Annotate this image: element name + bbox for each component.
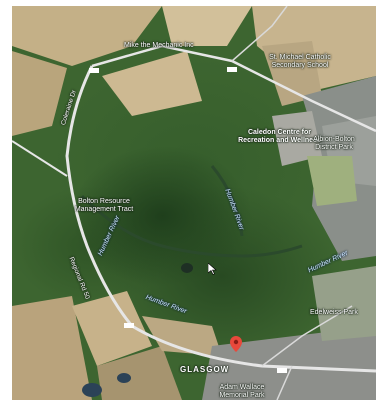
side-road	[261, 305, 353, 367]
recreation-grounds	[272, 111, 322, 166]
label-edelweiss-park[interactable]: Edelweiss Park	[310, 309, 358, 316]
farm-field	[142, 316, 222, 356]
farm-field	[72, 291, 152, 366]
label-st-michael-school[interactable]: St. Michael Catholic Secondary School	[269, 54, 331, 69]
main-road	[65, 65, 376, 373]
map-imagery	[12, 6, 376, 400]
park-field	[307, 156, 357, 206]
label-mike-the-mechanic[interactable]: Mike the Mechanic Inc	[124, 42, 194, 49]
farm-field	[262, 41, 322, 106]
farm-field	[97, 346, 182, 400]
farm-field	[12, 6, 162, 66]
label-albion-bolton-park[interactable]: Albion-Bolton District Park	[313, 136, 355, 151]
pond	[117, 373, 131, 383]
road-shield	[124, 323, 134, 328]
farm-field	[12, 51, 67, 136]
farm-field	[162, 6, 252, 46]
road-shield	[277, 368, 287, 373]
side-road	[276, 365, 293, 400]
label-caledon-centre[interactable]: Caledon Centre for Recreation and Wellne…	[238, 129, 321, 144]
pond	[82, 383, 102, 397]
label-adam-wallace-park[interactable]: Adam Wallace Memorial Park	[219, 384, 265, 399]
map-pin-icon[interactable]	[230, 336, 242, 352]
park-field	[312, 266, 376, 341]
label-bolton-resource-tract[interactable]: Bolton Resource Management Tract	[74, 198, 134, 213]
residential-area	[202, 326, 376, 400]
humber-river-line	[80, 194, 303, 258]
side-road	[12, 140, 68, 177]
farm-field	[102, 51, 202, 116]
farm-field	[12, 296, 92, 400]
road-shield	[89, 68, 99, 73]
satellite-map[interactable]: Mike the Mechanic Inc St. Michael Cathol…	[12, 6, 376, 400]
label-glasgow: GLASGOW	[180, 365, 230, 374]
pond	[181, 263, 193, 273]
mouse-pointer-icon	[208, 263, 217, 275]
side-road	[231, 6, 288, 62]
farm-field	[252, 6, 376, 91]
humber-river-line	[210, 165, 244, 237]
road-shield	[227, 67, 237, 72]
